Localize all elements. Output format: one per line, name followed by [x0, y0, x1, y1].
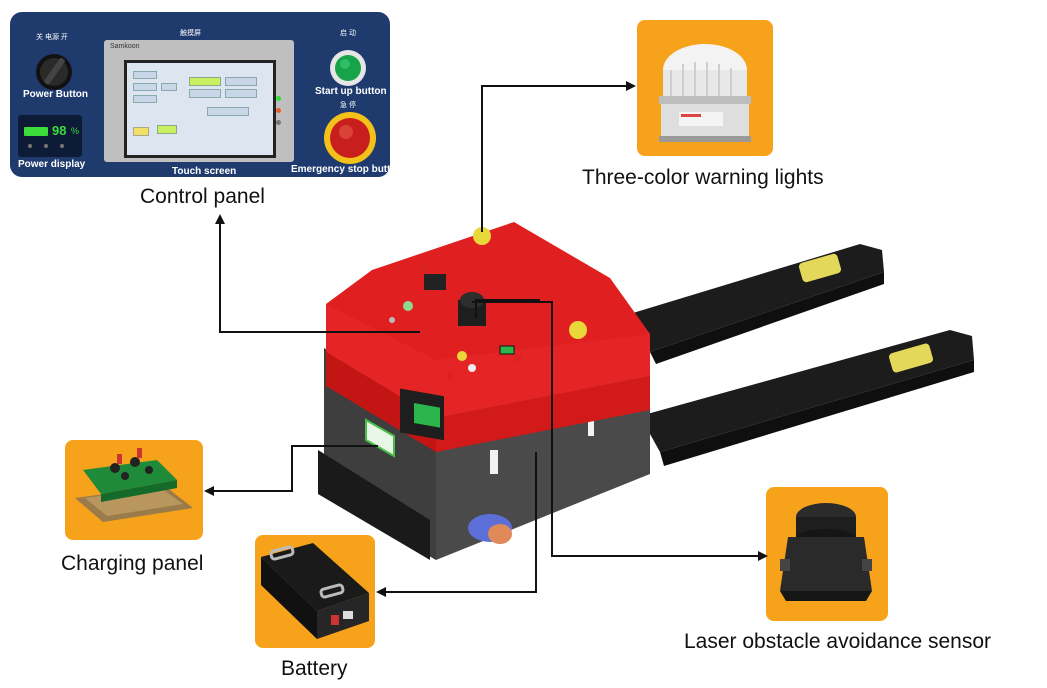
power-knob-icon — [36, 54, 72, 90]
indicator-green-icon — [276, 96, 281, 101]
warning-light-icon — [659, 44, 751, 142]
indicator-red-icon — [276, 108, 281, 113]
touch-screen-label: Touch screen — [172, 166, 237, 177]
brand-label: Samkoon — [110, 43, 140, 50]
display-button-icon — [44, 144, 48, 148]
start-up-button-label: Start up button — [315, 86, 387, 97]
indicator-off-icon — [276, 120, 281, 125]
vehicle-top-cover — [326, 222, 650, 452]
charging-panel-image — [65, 440, 203, 540]
fork-arms — [610, 244, 974, 466]
battery-bar-icon — [24, 127, 48, 136]
display-button-icon — [60, 144, 64, 148]
touch-screen-display — [124, 60, 276, 158]
laser-sensor-image — [766, 487, 888, 621]
touch-screen-bezel: Samkoon — [104, 40, 294, 162]
warning-light-image — [637, 20, 773, 156]
display-button-icon — [28, 144, 32, 148]
knob-top-label: 关 电源 开 — [36, 34, 68, 41]
start-top-label: 启 动 — [340, 30, 356, 37]
caption-laser-sensor: Laser obstacle avoidance sensor — [684, 630, 992, 653]
battery-percent-sign: % — [71, 126, 80, 136]
connector-lines — [212, 85, 760, 593]
power-display: 98 % — [18, 115, 82, 157]
caption-control-panel: Control panel — [140, 185, 265, 208]
start-button-icon — [330, 50, 366, 86]
charging-panel-icon — [75, 448, 193, 522]
connector-arrowheads — [204, 81, 768, 597]
control-panel-photo: 关 电源 开 Power Button 98 % Power display 触… — [10, 12, 390, 177]
screen-top-label: 触摸屏 — [180, 30, 201, 37]
laser-sensor-icon — [780, 503, 872, 601]
power-button-label: Power Button — [23, 89, 88, 100]
battery-image — [255, 535, 375, 648]
emergency-stop-label: Emergency stop button — [291, 164, 390, 175]
stop-top-label: 急 停 — [340, 102, 356, 109]
caption-battery: Battery — [281, 657, 348, 680]
caption-warning-lights: Three-color warning lights — [582, 166, 824, 189]
power-display-label: Power display — [18, 159, 86, 170]
emergency-stop-icon — [324, 112, 376, 164]
caption-charging-panel: Charging panel — [61, 552, 204, 575]
battery-percent: 98 — [52, 123, 67, 138]
battery-icon — [261, 543, 369, 639]
